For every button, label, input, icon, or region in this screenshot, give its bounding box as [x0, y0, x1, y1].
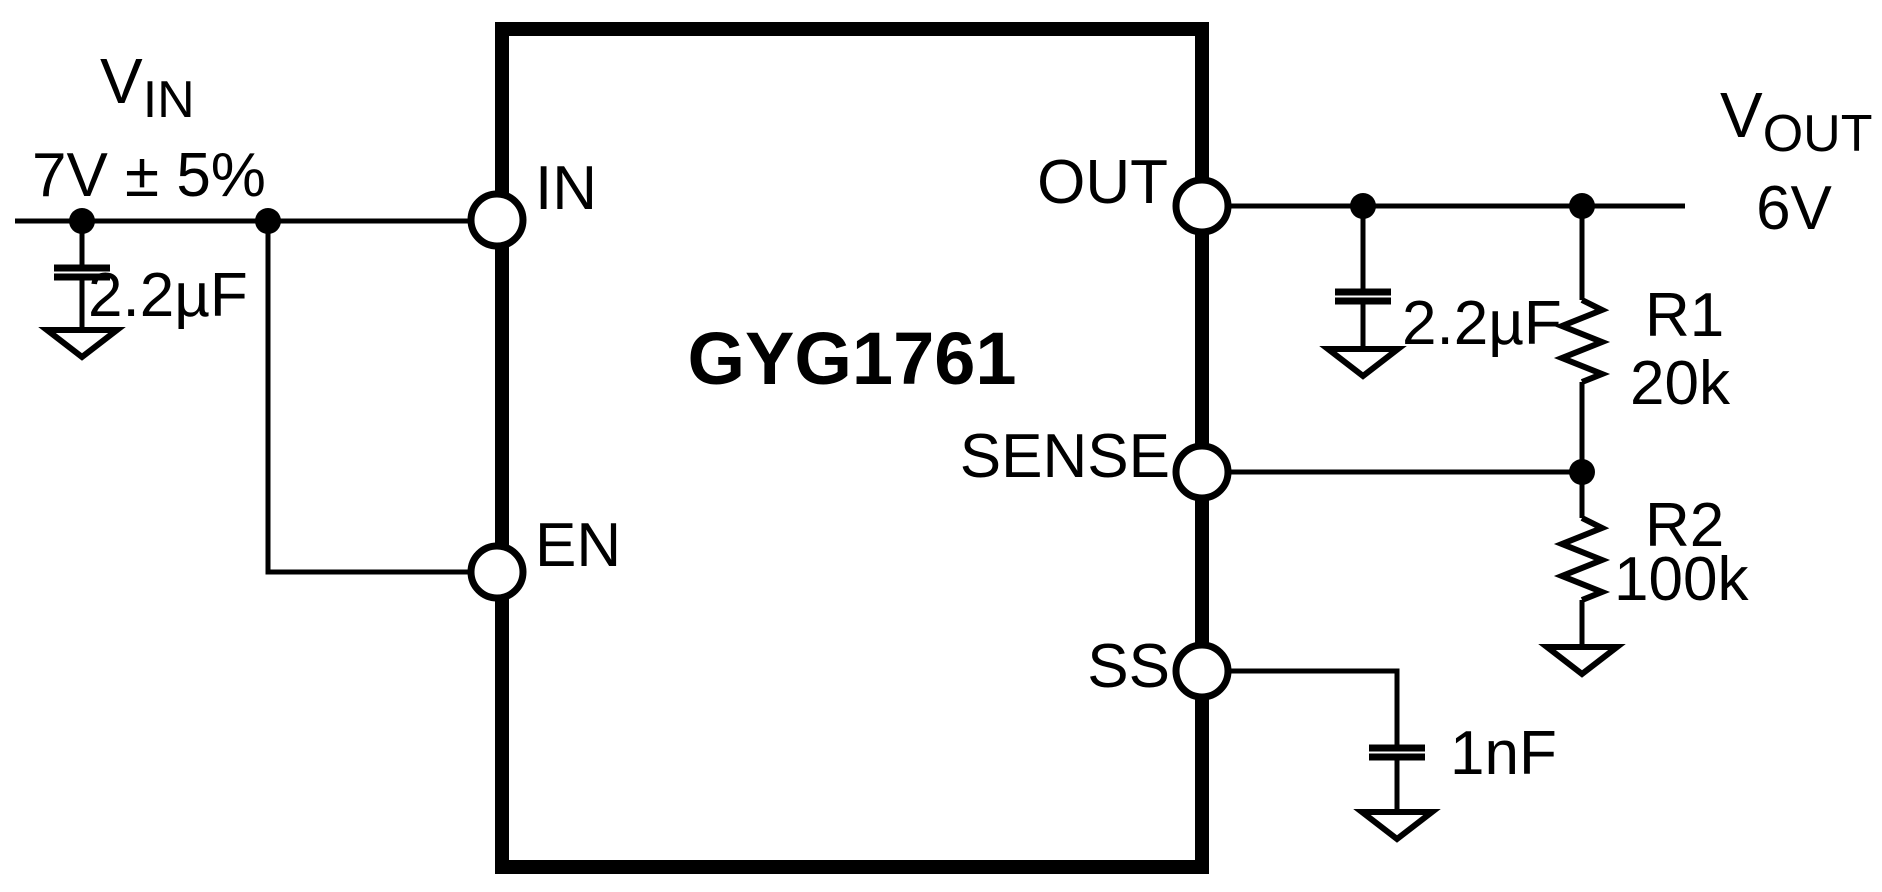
resistor-r2-icon — [1553, 515, 1611, 603]
junction-dot-sense — [1569, 459, 1595, 485]
pin-sense-label: SENSE — [960, 422, 1170, 491]
junction-dot-input-cap — [69, 208, 95, 234]
ic-part-number: GYG1761 — [687, 317, 1016, 400]
soft-start-ground-icon — [1353, 809, 1441, 843]
input-capacitor-label: 2.2µF — [88, 261, 248, 330]
pin-en-label: EN — [535, 511, 621, 580]
vout-symbol: V — [1720, 79, 1763, 151]
pin-in-label: IN — [535, 154, 597, 223]
pin-in-circle — [467, 190, 527, 250]
soft-start-wire — [1228, 668, 1400, 745]
output-capacitor-icon — [1335, 288, 1391, 305]
en-branch-wire — [265, 221, 471, 575]
pin-sense-circle — [1172, 442, 1232, 502]
resistor-r1-icon — [1553, 297, 1611, 385]
junction-dot-divider-top — [1569, 193, 1595, 219]
output-capacitor-label: 2.2µF — [1402, 289, 1562, 358]
pin-ss-circle — [1172, 641, 1232, 701]
vin-label: VIN — [100, 45, 195, 129]
r2-name-label: R2 — [1645, 491, 1724, 560]
input-ground-icon — [38, 327, 126, 361]
ic-body — [495, 22, 1209, 874]
junction-dot-output-cap — [1350, 193, 1376, 219]
vin-value-label: 7V ± 5% — [32, 141, 266, 210]
soft-start-capacitor-label: 1nF — [1450, 719, 1557, 788]
vout-label: VOUT — [1720, 79, 1872, 163]
vout-value-label: 6V — [1756, 174, 1832, 243]
pin-ss-label: SS — [1087, 632, 1170, 701]
pin-en-circle — [467, 542, 527, 602]
junction-dot-en-branch — [255, 208, 281, 234]
r1-value-label: 20k — [1630, 349, 1731, 418]
r2-value-label: 100k — [1614, 545, 1749, 614]
vin-symbol: V — [100, 45, 143, 117]
vin-subscript: IN — [143, 71, 195, 129]
vout-subscript: OUT — [1763, 105, 1873, 163]
r1-name-label: R1 — [1645, 281, 1724, 350]
pin-out-label: OUT — [1037, 148, 1168, 217]
pin-out-circle — [1172, 176, 1232, 236]
divider-ground-icon — [1538, 644, 1626, 678]
soft-start-capacitor-icon — [1369, 744, 1425, 761]
output-ground-icon — [1319, 346, 1407, 380]
input-capacitor-icon — [54, 264, 110, 281]
